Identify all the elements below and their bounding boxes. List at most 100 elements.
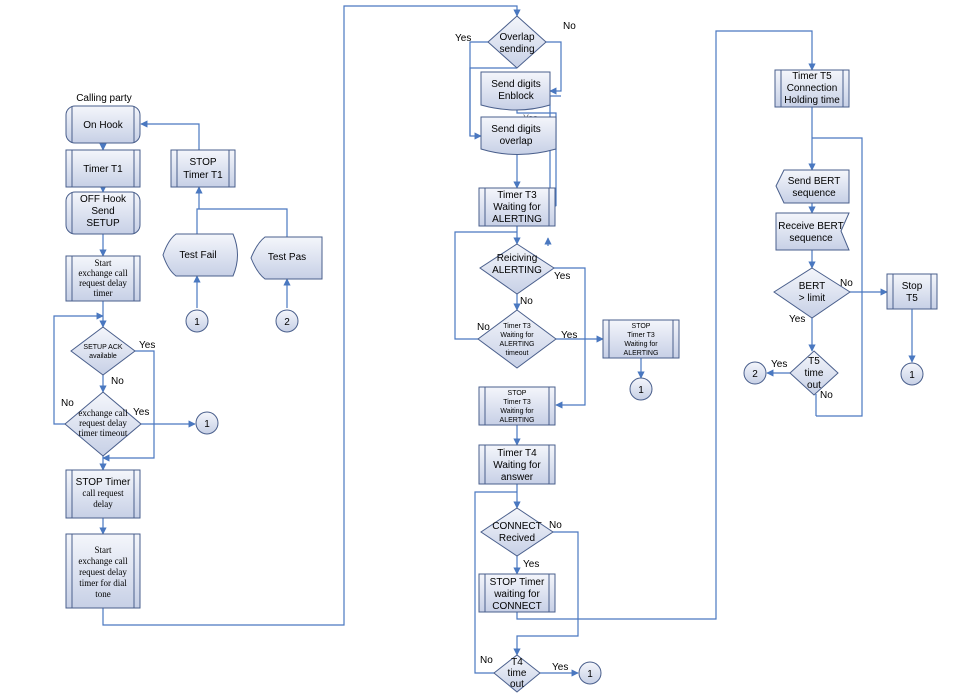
connector-2-t5: 2 (743, 361, 767, 385)
svg-text:Waiting for: Waiting for (500, 332, 534, 339)
svg-text:1: 1 (194, 317, 200, 328)
send-bert-sequence: Send BERT sequence (775, 169, 850, 204)
start-timer-dial-tone: Start exchange call request delay timer … (65, 533, 141, 609)
svg-text:2: 2 (752, 369, 758, 380)
svg-text:timer for dial: timer for dial (79, 578, 127, 588)
t3-timeout-decision: Timer T3 Waiting for ALERTING timeout (477, 309, 557, 369)
svg-text:OFF Hook: OFF Hook (80, 194, 127, 205)
yes-label-alerting: Yes (554, 271, 570, 282)
connect-received-decision: CONNECT Recived (480, 507, 554, 557)
svg-text:Test Pas: Test Pas (268, 252, 306, 263)
column-2: Overlap sending Yes No Send digits Enblo… (455, 15, 680, 693)
receive-bert-sequence: Receive BERT sequence (775, 212, 850, 251)
edge-loop-top (812, 137, 863, 417)
send-digits-overlap: Send digits overlap (480, 116, 557, 155)
calling-party-label: Calling party (76, 93, 132, 104)
stop-t5-process: Stop T5 (886, 273, 938, 310)
no-label-t3timeout: No (477, 322, 490, 333)
svg-text:exchange call: exchange call (78, 556, 128, 566)
test-fail-display: Test Fail (162, 233, 238, 277)
svg-text:Stop: Stop (902, 281, 923, 292)
yes-label-bert: Yes (789, 314, 805, 325)
timer-t1-process: Timer T1 (65, 149, 141, 188)
svg-text:exchange call: exchange call (78, 408, 128, 418)
no-label-t4: No (480, 655, 493, 666)
svg-text:Send BERT: Send BERT (788, 176, 841, 187)
svg-text:STOP: STOP (189, 157, 216, 168)
svg-text:Timer T5: Timer T5 (792, 71, 832, 82)
setup-ack-decision: SETUP ACK available (70, 326, 136, 376)
svg-text:Waiting for: Waiting for (500, 408, 534, 415)
svg-text:CONNECT: CONNECT (492, 521, 541, 532)
t4-timeout-decision: T4 time out (493, 654, 541, 693)
stop-timer-t1: STOP Timer T1 (170, 149, 236, 188)
svg-text:ALERTING: ALERTING (624, 350, 659, 357)
edge-stopt1-onhook (140, 120, 200, 150)
connector-1-out: 1 (195, 411, 219, 435)
no-label-bert: No (840, 278, 853, 289)
no-label-timeout: No (61, 398, 74, 409)
edge-t4-loopleft (474, 491, 517, 674)
svg-text:Start: Start (95, 545, 112, 555)
no-label-t5: No (820, 390, 833, 401)
connector-1-a: 1 (185, 309, 209, 333)
svg-text:Timer T4: Timer T4 (497, 448, 537, 459)
svg-text:ALERTING: ALERTING (500, 341, 535, 348)
send-digits-enblock: Send digits Enblock (480, 71, 551, 111)
svg-text:> limit: > limit (799, 293, 826, 304)
svg-text:out: out (807, 380, 821, 391)
svg-text:Waiting for: Waiting for (493, 202, 541, 213)
svg-text:waiting for: waiting for (493, 589, 540, 600)
yes-label-timeout: Yes (133, 407, 149, 418)
svg-text:Timer T1: Timer T1 (83, 164, 123, 175)
svg-text:exchange call: exchange call (78, 268, 128, 278)
edge-connect-no (513, 531, 579, 656)
svg-text:tone: tone (95, 589, 111, 599)
test-pass-display: Test Pas (250, 236, 323, 280)
svg-text:Receive BERT: Receive BERT (778, 221, 843, 232)
svg-text:Recived: Recived (499, 533, 535, 544)
yes-label-connect: Yes (523, 559, 539, 570)
svg-text:2: 2 (284, 317, 290, 328)
svg-text:Send: Send (91, 206, 114, 217)
edge-overlap-mid (469, 67, 517, 136)
svg-text:STOP: STOP (508, 390, 527, 397)
no-label-setupack: No (111, 376, 124, 387)
yes-label-overlap: Yes (455, 33, 471, 44)
no-label-overlap: No (563, 21, 576, 32)
connector-2-a: 2 (275, 309, 299, 333)
svg-text:T5: T5 (906, 293, 918, 304)
svg-text:available: available (89, 353, 117, 360)
start-exchange-timer: Start exchange call request delay timer (65, 255, 141, 302)
svg-text:sequence: sequence (792, 188, 836, 199)
svg-text:call request: call request (82, 488, 124, 498)
svg-text:1: 1 (587, 669, 593, 680)
timer-t3-process: Timer T3 Waiting for ALERTING (478, 187, 556, 227)
svg-text:Timer T3: Timer T3 (627, 332, 655, 339)
svg-text:answer: answer (501, 472, 534, 483)
yes-label-t3timeout: Yes (561, 330, 577, 341)
svg-text:timer timeout: timer timeout (79, 428, 128, 438)
svg-text:Waiting for: Waiting for (493, 460, 541, 471)
svg-text:1: 1 (638, 385, 644, 396)
yes-label-setupack: Yes (139, 340, 155, 351)
svg-text:delay: delay (93, 499, 113, 509)
no-label-alerting: No (520, 296, 533, 307)
svg-text:Timer T3: Timer T3 (503, 323, 531, 330)
edge-receiving-yes (554, 267, 586, 409)
edge-testfail-up (196, 208, 288, 237)
no-label-connect: No (549, 520, 562, 531)
svg-text:sequence: sequence (789, 233, 833, 244)
svg-text:timeout: timeout (506, 350, 529, 357)
stop-timer-call-request: STOP Timer call request delay (65, 469, 141, 519)
svg-text:Reiciving: Reiciving (497, 253, 538, 264)
svg-text:Holding time: Holding time (784, 95, 840, 106)
svg-text:ALERTING: ALERTING (500, 417, 535, 424)
svg-text:SETUP ACK: SETUP ACK (83, 344, 122, 351)
svg-text:BERT: BERT (799, 281, 826, 292)
svg-text:1: 1 (204, 419, 210, 430)
column-1: Calling party On Hook Timer T1 OFF Hook … (61, 93, 323, 609)
edge-t3timeout-no (454, 231, 517, 340)
svg-text:time: time (805, 368, 824, 379)
connector-lines (53, 5, 916, 677)
